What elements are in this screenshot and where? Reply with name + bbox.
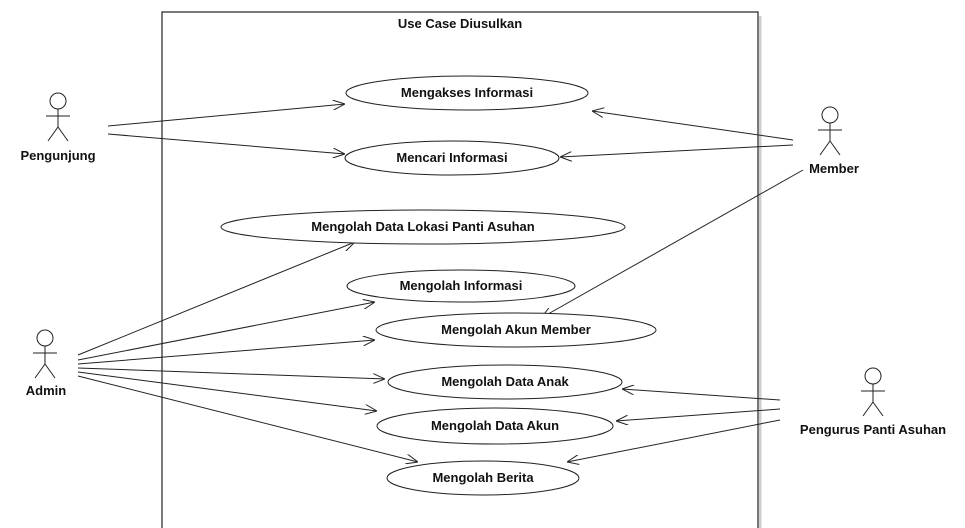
- system-title: Use Case Diusulkan: [398, 16, 522, 31]
- actor-head-icon: [864, 367, 882, 385]
- assoc-admin-informasi: [77, 302, 375, 361]
- use-cases: Mengakses Informasi Mencari Informasi Me…: [220, 75, 657, 496]
- assoc-admin-lokasi: [77, 242, 355, 356]
- svg-text:Mengolah Data Anak: Mengolah Data Anak: [441, 374, 569, 389]
- assoc-pengunjung-mengakses: [107, 104, 345, 127]
- use-case-mengolah-berita[interactable]: Mengolah Berita: [386, 460, 580, 496]
- assoc-pengurus-berita: [567, 419, 781, 462]
- svg-text:Mengolah Akun Member: Mengolah Akun Member: [441, 322, 591, 337]
- use-case-mengolah-informasi[interactable]: Mengolah Informasi: [346, 269, 576, 303]
- assoc-member-mengakses: [592, 111, 794, 141]
- svg-text:Mengolah Data Lokasi Panti Asu: Mengolah Data Lokasi Panti Asuhan: [311, 219, 535, 234]
- actor-pengurus-panti-asuhan[interactable]: Pengurus Panti Asuhan: [800, 367, 946, 437]
- actor-admin[interactable]: Admin: [26, 329, 67, 398]
- assoc-admin-data-akun: [77, 371, 377, 411]
- use-case-mengakses-informasi[interactable]: Mengakses Informasi: [345, 75, 589, 111]
- actor-label: Member: [809, 161, 859, 176]
- use-case-mengolah-data-lokasi-panti-asuhan[interactable]: Mengolah Data Lokasi Panti Asuhan: [220, 209, 626, 245]
- assoc-pengunjung-mencari: [107, 133, 345, 154]
- actor-pengunjung[interactable]: Pengunjung: [20, 92, 96, 163]
- actor-head-icon: [821, 106, 839, 124]
- use-case-mengolah-data-akun[interactable]: Mengolah Data Akun: [376, 407, 614, 445]
- actor-head-icon: [36, 329, 54, 347]
- svg-text:Mengakses Informasi: Mengakses Informasi: [401, 85, 533, 100]
- assoc-member-akun-member: [541, 169, 804, 318]
- associations: [77, 104, 804, 462]
- use-case-mengolah-akun-member[interactable]: Mengolah Akun Member: [375, 312, 657, 348]
- actor-label: Pengunjung: [20, 148, 95, 163]
- actor-label: Admin: [26, 383, 67, 398]
- actor-label: Pengurus Panti Asuhan: [800, 422, 946, 437]
- assoc-pengurus-data-anak: [622, 389, 781, 401]
- actor-head-icon: [49, 92, 67, 110]
- svg-text:Mengolah Berita: Mengolah Berita: [432, 470, 534, 485]
- assoc-pengurus-data-akun: [616, 408, 781, 421]
- svg-text:Mengolah Data Akun: Mengolah Data Akun: [431, 418, 559, 433]
- actor-member[interactable]: Member: [809, 106, 859, 176]
- assoc-admin-akun-member: [77, 340, 375, 365]
- assoc-admin-data-anak: [77, 367, 385, 379]
- svg-text:Mencari Informasi: Mencari Informasi: [396, 150, 507, 165]
- assoc-admin-berita: [77, 375, 418, 462]
- use-case-mencari-informasi[interactable]: Mencari Informasi: [344, 140, 560, 176]
- assoc-member-mencari: [560, 144, 794, 157]
- svg-text:Mengolah Informasi: Mengolah Informasi: [400, 278, 523, 293]
- use-case-mengolah-data-anak[interactable]: Mengolah Data Anak: [387, 364, 623, 400]
